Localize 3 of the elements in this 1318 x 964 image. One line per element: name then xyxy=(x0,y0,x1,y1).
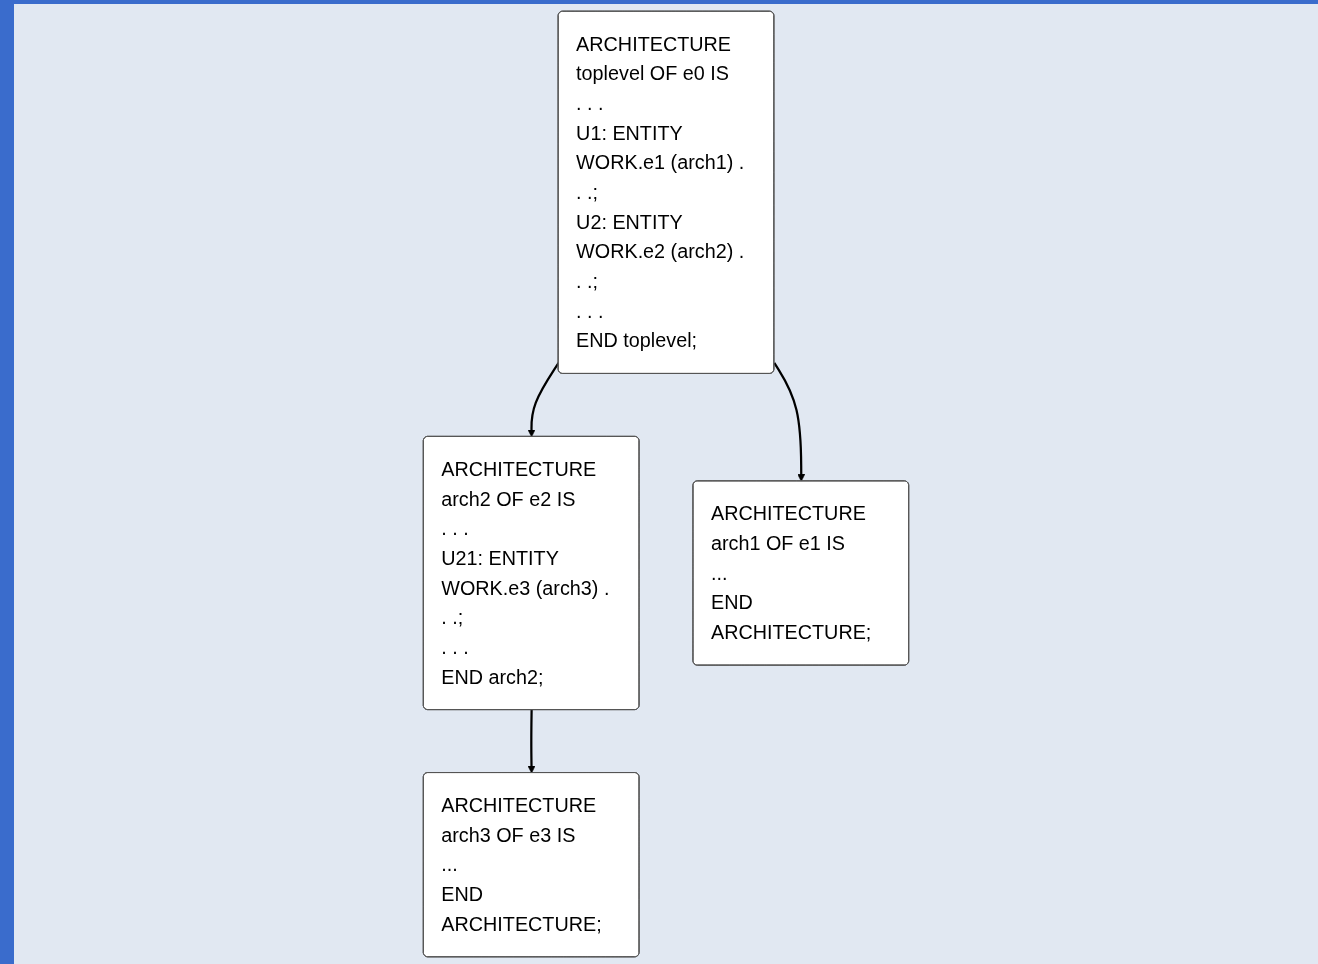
arrow xyxy=(773,362,806,482)
arrow xyxy=(527,362,560,438)
arrow xyxy=(527,710,536,774)
